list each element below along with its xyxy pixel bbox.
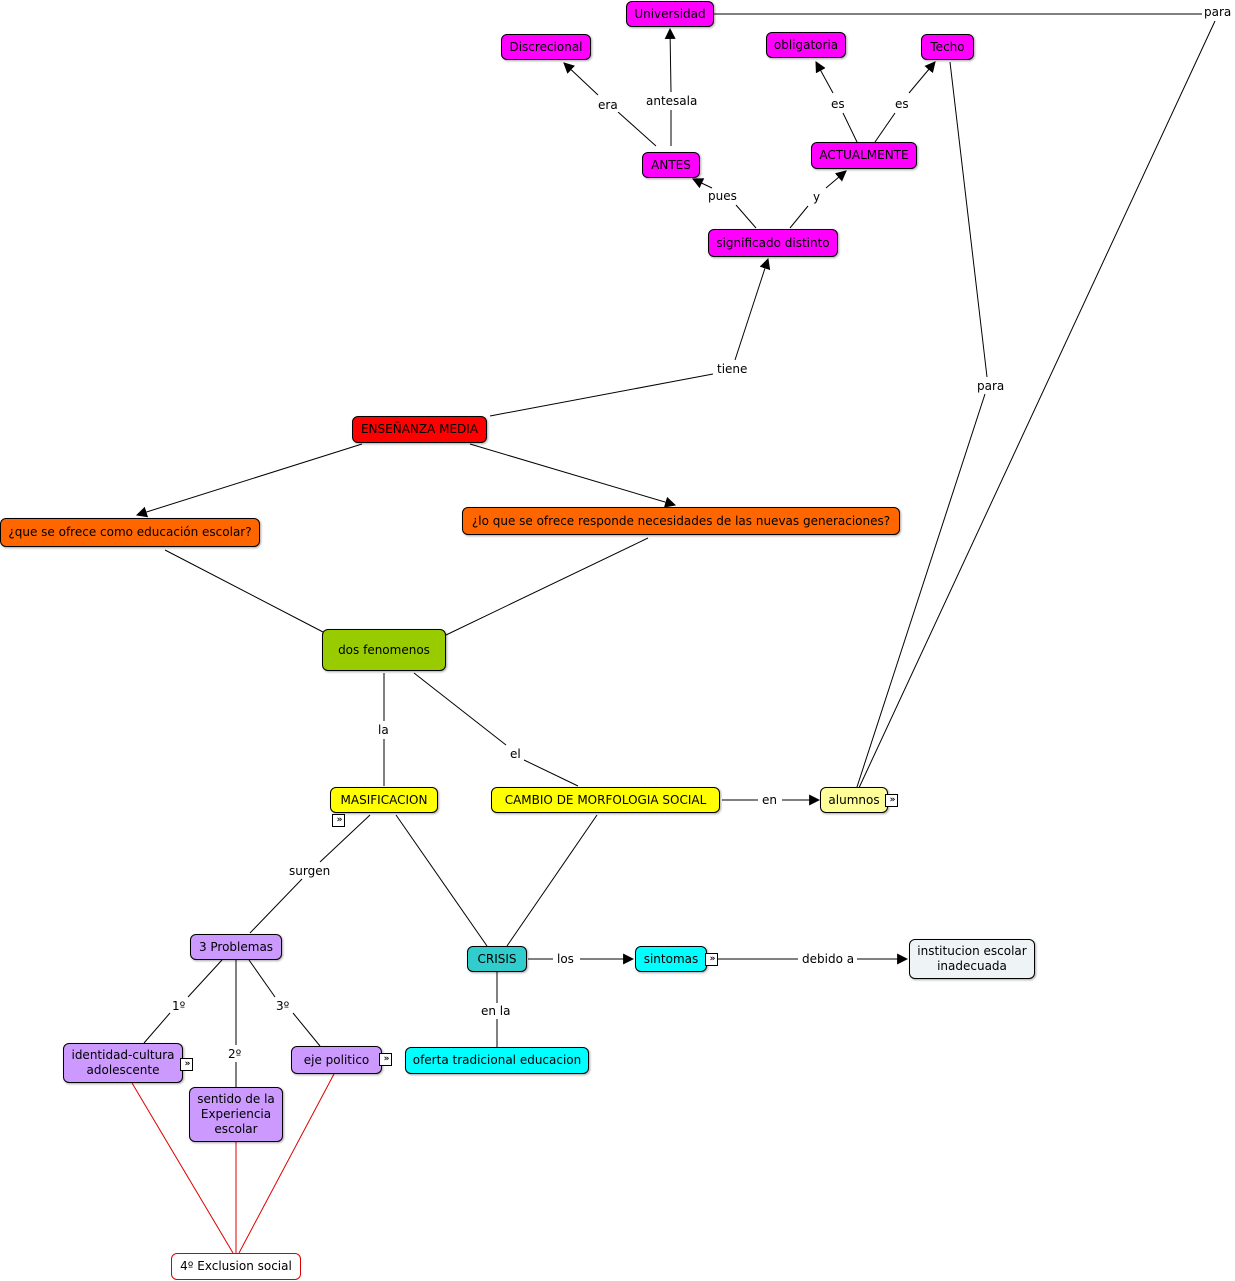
link-es2-techo <box>908 61 936 94</box>
link-dos-el <box>413 672 507 746</box>
link-el-cambio <box>523 759 579 787</box>
link-label-era: era <box>596 98 620 112</box>
node-techo[interactable]: Techo <box>921 34 974 60</box>
link-label-1: 1º <box>170 999 188 1013</box>
link-label-es-2: es <box>893 97 911 111</box>
link-loque-dos <box>445 537 649 636</box>
link-1-identidad <box>143 1012 171 1044</box>
node-institucion-escolar[interactable]: institucion escolar inadecuada <box>909 939 1035 979</box>
link-masificacion-surgen <box>319 814 371 863</box>
link-significado-y <box>789 205 809 229</box>
link-era-discrecional <box>563 62 599 96</box>
link-surgen-problemas <box>249 878 303 934</box>
link-problemas-1 <box>187 959 223 998</box>
link-es1-obligatoria <box>815 61 834 94</box>
link-cambio-crisis <box>506 814 598 947</box>
link-antesala-universidad <box>664 27 676 93</box>
expand-masificacion-icon[interactable]: » <box>332 814 345 827</box>
node-significado-distinto[interactable]: significado distinto <box>708 229 838 257</box>
link-eje-exclusion <box>238 1073 335 1254</box>
link-identidad-exclusion <box>131 1082 234 1254</box>
link-para-alumnos-2 <box>855 393 986 791</box>
link-label-los: los <box>555 952 576 966</box>
link-pues-antes <box>692 178 713 189</box>
node-sintomas[interactable]: sintomas <box>635 946 707 972</box>
link-label-y: y <box>811 190 823 204</box>
node-3-problemas[interactable]: 3 Problemas <box>190 934 282 960</box>
expand-sintomas-icon[interactable]: » <box>705 953 718 966</box>
link-label-2: 2º <box>226 1047 244 1061</box>
node-lo-que-se-ofrece[interactable]: ¿lo que se ofrece responde necesidades d… <box>462 507 900 535</box>
link-label-para-top: para <box>1202 5 1234 19</box>
link-masificacion-crisis <box>395 814 488 947</box>
link-label-debido-a: debido a <box>800 952 857 966</box>
node-identidad-cultura[interactable]: identidad-cultura adolescente <box>63 1043 183 1083</box>
link-label-antesala: antesala <box>644 94 700 108</box>
link-label-la: la <box>376 723 391 737</box>
link-3-eje <box>292 1012 321 1047</box>
link-que-dos <box>164 549 324 633</box>
link-label-pues: pues <box>706 189 739 203</box>
link-label-en: en <box>760 793 779 807</box>
node-alumnos[interactable]: alumnos <box>820 787 888 813</box>
node-obligatoria[interactable]: obligatoria <box>766 32 846 58</box>
node-que-se-ofrece[interactable]: ¿que se ofrece como educación escolar? <box>0 518 260 547</box>
link-label-para-mid: para <box>975 379 1007 393</box>
node-sentido-experiencia[interactable]: sentido de la Experiencia escolar <box>189 1087 283 1142</box>
node-actualmente[interactable]: ACTUALMENTE <box>811 142 917 169</box>
link-y-actualmente <box>825 170 847 189</box>
node-universidad[interactable]: Universidad <box>626 1 714 27</box>
node-antes[interactable]: ANTES <box>642 152 700 178</box>
link-significado-pues <box>735 204 757 229</box>
link-label-el: el <box>508 747 523 761</box>
link-label-es-1: es <box>829 97 847 111</box>
expand-identidad-icon[interactable]: » <box>180 1058 193 1071</box>
link-para-alumnos <box>857 20 1216 791</box>
link-problemas-3 <box>248 959 276 998</box>
expand-eje-icon[interactable]: » <box>379 1053 392 1066</box>
node-exclusion-social[interactable]: 4º Exclusion social <box>171 1253 301 1280</box>
link-actualmente-es1 <box>842 112 858 143</box>
link-actualmente-es2 <box>874 112 896 143</box>
node-eje-politico[interactable]: eje politico <box>291 1046 382 1074</box>
link-label-3: 3º <box>274 999 292 1013</box>
node-masificacion[interactable]: MASIFICACION <box>330 787 438 813</box>
node-crisis[interactable]: CRISIS <box>467 946 527 972</box>
node-discrecional[interactable]: Discrecional <box>501 34 591 60</box>
link-tiene-significado <box>734 257 771 361</box>
link-label-en-la: en la <box>479 1004 513 1018</box>
node-dos-fenomenos[interactable]: dos fenomenos <box>322 629 446 671</box>
link-ensenanza-que <box>135 443 363 518</box>
node-oferta-tradicional[interactable]: oferta tradicional educacion <box>405 1047 589 1074</box>
link-label-surgen: surgen <box>287 864 333 878</box>
link-antes-era <box>617 111 657 147</box>
link-ensenanza-tiene <box>489 373 714 417</box>
link-label-tiene: tiene <box>715 362 750 376</box>
node-ensenanza-media[interactable]: ENSEÑANZA MEDIA <box>352 416 487 443</box>
node-cambio-morfologia[interactable]: CAMBIO DE MORFOLOGIA SOCIAL <box>491 787 720 813</box>
link-techo-para <box>949 61 988 378</box>
link-ensenanza-loque <box>469 443 677 508</box>
expand-alumnos-icon[interactable]: » <box>885 794 898 807</box>
